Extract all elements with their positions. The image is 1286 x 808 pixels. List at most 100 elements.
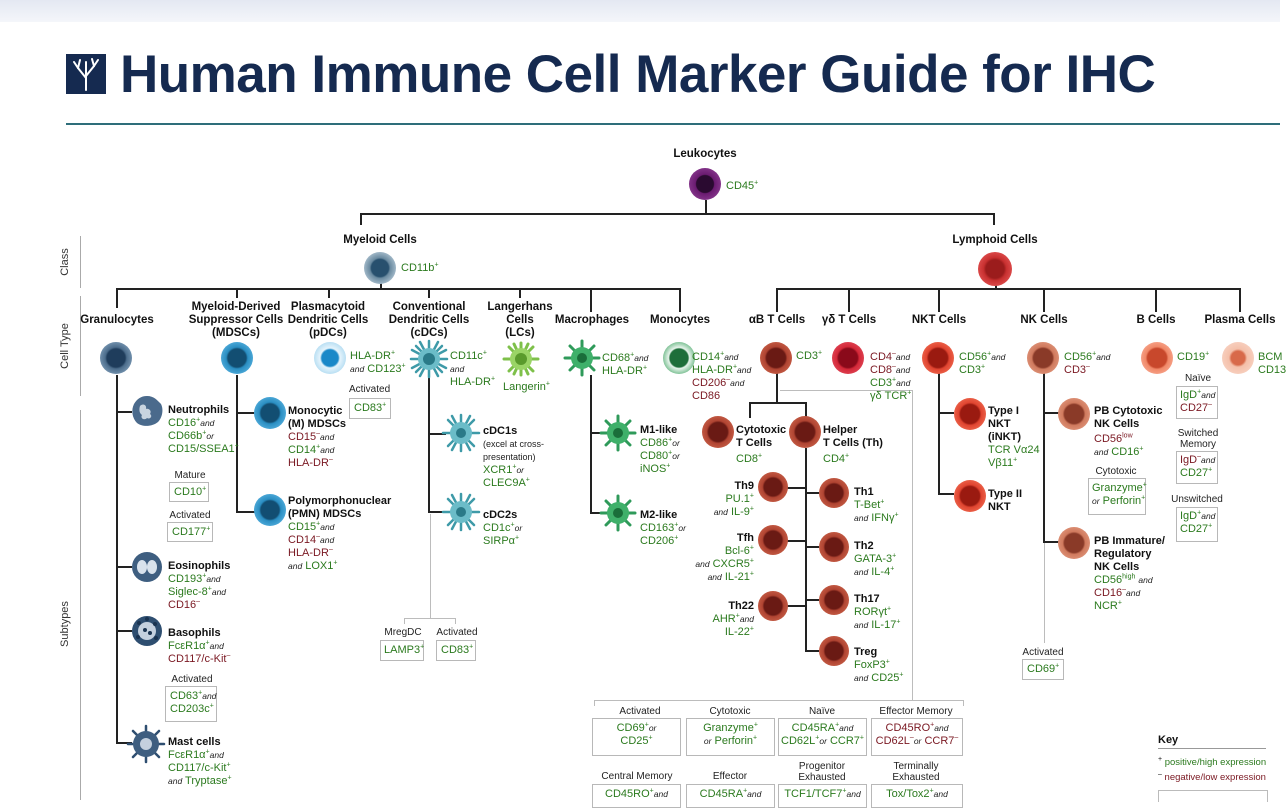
treg-block: Treg FoxP3+ and CD25+ bbox=[854, 646, 904, 684]
connector bbox=[380, 280, 382, 289]
t-terminal-label: Terminally Exhausted bbox=[892, 761, 940, 783]
t-effector-memory-label: Effector Memory bbox=[879, 706, 953, 717]
neutrophil-activated-label: Activated bbox=[169, 510, 211, 521]
connector bbox=[116, 288, 118, 308]
connector bbox=[805, 402, 807, 418]
ab-t-cell-icon bbox=[760, 342, 792, 374]
connector bbox=[776, 288, 778, 312]
connector bbox=[590, 432, 602, 434]
cytotoxic-t-cell-icon bbox=[702, 416, 734, 448]
gd-t-markers: CD4–and CD8–and CD3+and γδ TCR+ bbox=[870, 350, 912, 402]
connector bbox=[590, 375, 592, 514]
pb-immature-nk-cell-icon bbox=[1058, 527, 1090, 559]
celltype-ab-t: αB T Cells bbox=[748, 314, 806, 326]
b-switched-box: IgD–and CD27+ bbox=[1176, 451, 1218, 484]
m2-macrophage-cell-icon bbox=[599, 494, 637, 532]
treg-cell-icon bbox=[819, 636, 849, 666]
connector bbox=[938, 288, 940, 312]
th22-block: Th22 AHR+and IL-22+ bbox=[712, 600, 754, 638]
celltype-pdc: Plasmacytoid Dendritic Cells (pDCs) bbox=[287, 301, 369, 339]
connector bbox=[1043, 373, 1045, 543]
neutrophil-mature-box: CD10+ bbox=[169, 482, 209, 502]
t-cytotoxic-box: Granzyme+ or Perforin+ bbox=[686, 718, 775, 756]
class-lymphoid: Lymphoid Cells bbox=[952, 234, 1038, 246]
connector bbox=[1043, 541, 1059, 543]
type1-nkt-cell-icon bbox=[954, 398, 986, 430]
eosinophil-cell-icon bbox=[132, 552, 162, 582]
langerhans-cell-icon bbox=[502, 341, 540, 377]
key-positive: + positive/high expression bbox=[1158, 755, 1267, 768]
connector bbox=[116, 288, 681, 290]
connector bbox=[1155, 288, 1157, 312]
t-terminal-box: Tox/Tox2+and bbox=[871, 784, 963, 808]
connector bbox=[236, 412, 256, 414]
top-banner bbox=[0, 0, 1280, 22]
logo bbox=[66, 54, 106, 94]
leukocyte-cell-icon bbox=[689, 168, 721, 200]
connector bbox=[116, 375, 118, 743]
t-effector-memory-box: CD45RO+and CD62L–or CCR7– bbox=[871, 718, 963, 756]
connector bbox=[428, 433, 446, 435]
key-divider bbox=[1158, 748, 1266, 749]
connector bbox=[848, 288, 850, 312]
connector bbox=[938, 493, 954, 495]
connector bbox=[236, 288, 238, 298]
connector bbox=[749, 402, 807, 404]
mast-cell-icon bbox=[126, 724, 166, 764]
connector bbox=[116, 566, 132, 568]
connector bbox=[328, 288, 330, 298]
macrophage-markers: CD68+and HLA-DR+ bbox=[602, 351, 649, 377]
connector bbox=[679, 288, 681, 312]
class-myeloid: Myeloid Cells bbox=[343, 234, 417, 246]
title-divider bbox=[66, 123, 1280, 125]
pmn-mdsc-cell-icon bbox=[254, 494, 286, 526]
connector bbox=[428, 378, 430, 512]
connector bbox=[784, 487, 806, 489]
nk-activated-box: CD69+ bbox=[1022, 659, 1064, 680]
t-activated-box: CD69+or CD25+ bbox=[592, 718, 681, 756]
m2-like-block: M2-like CD163+or CD206+ bbox=[640, 509, 686, 547]
connector bbox=[116, 742, 132, 744]
type2-nkt-cell-icon bbox=[954, 480, 986, 512]
mregdc-box: LAMP3+ bbox=[380, 640, 424, 661]
pmn-mdsc-block: Polymorphonuclear (PMN) MDSCs CD15+and C… bbox=[288, 495, 392, 572]
pdc-activated-box: CD83+ bbox=[349, 398, 391, 419]
nk-activated-label: Activated bbox=[1022, 647, 1064, 658]
lc-markers: Langerin+ bbox=[503, 380, 550, 393]
celltype-gd-t: γδ T Cells bbox=[821, 314, 877, 326]
connector bbox=[116, 411, 132, 413]
lymphoid-cell-icon bbox=[978, 252, 1012, 286]
connector bbox=[594, 700, 964, 701]
t-effector-box: CD45RA+and bbox=[686, 784, 775, 808]
connector bbox=[780, 390, 912, 391]
connector bbox=[993, 213, 995, 225]
t-central-memory-box: CD45RO+and bbox=[592, 784, 681, 808]
th1-block: Th1 T-Bet+ and IFNγ+ bbox=[854, 486, 899, 524]
eosinophils-block: Eosinophils CD193+and Siglec-8+and CD16– bbox=[168, 560, 231, 611]
nkt-markers: CD56+and CD3+ bbox=[959, 350, 1006, 376]
celltype-nkt: NKT Cells bbox=[911, 314, 967, 326]
monocyte-cell-icon bbox=[663, 342, 695, 374]
subtypes-bracket bbox=[80, 410, 81, 800]
cdc-activated-box: CD83+ bbox=[436, 640, 476, 661]
cdc1-cell-icon bbox=[441, 413, 481, 453]
nk-markers: CD56+and CD3– bbox=[1064, 350, 1111, 376]
th2-cell-icon bbox=[819, 532, 849, 562]
neutrophil-cell-icon bbox=[132, 396, 163, 426]
myeloid-marker: CD11b+ bbox=[401, 261, 439, 274]
neutrophil-activated-box: CD177+ bbox=[167, 522, 213, 542]
basophil-activated-label: Activated bbox=[171, 674, 213, 685]
celltype-lc: Langerhans Cells (LCs) bbox=[487, 301, 553, 339]
monocytic-mdsc-cell-icon bbox=[254, 397, 286, 429]
class-label: Class bbox=[59, 248, 71, 276]
cytotoxic-t-block: Cytotoxic T Cells CD8+ bbox=[736, 424, 787, 465]
myeloid-cell-icon bbox=[364, 252, 396, 284]
connector bbox=[938, 373, 940, 495]
root-name: Leukocytes bbox=[673, 148, 737, 160]
celltype-label: Cell Type bbox=[59, 323, 71, 369]
connector bbox=[590, 512, 602, 514]
t-progenitor-box: TCF1/TCF7+and bbox=[778, 784, 867, 808]
celltype-plasma: Plasma Cells bbox=[1204, 314, 1276, 326]
cdc-activated-label: Activated bbox=[436, 627, 478, 638]
